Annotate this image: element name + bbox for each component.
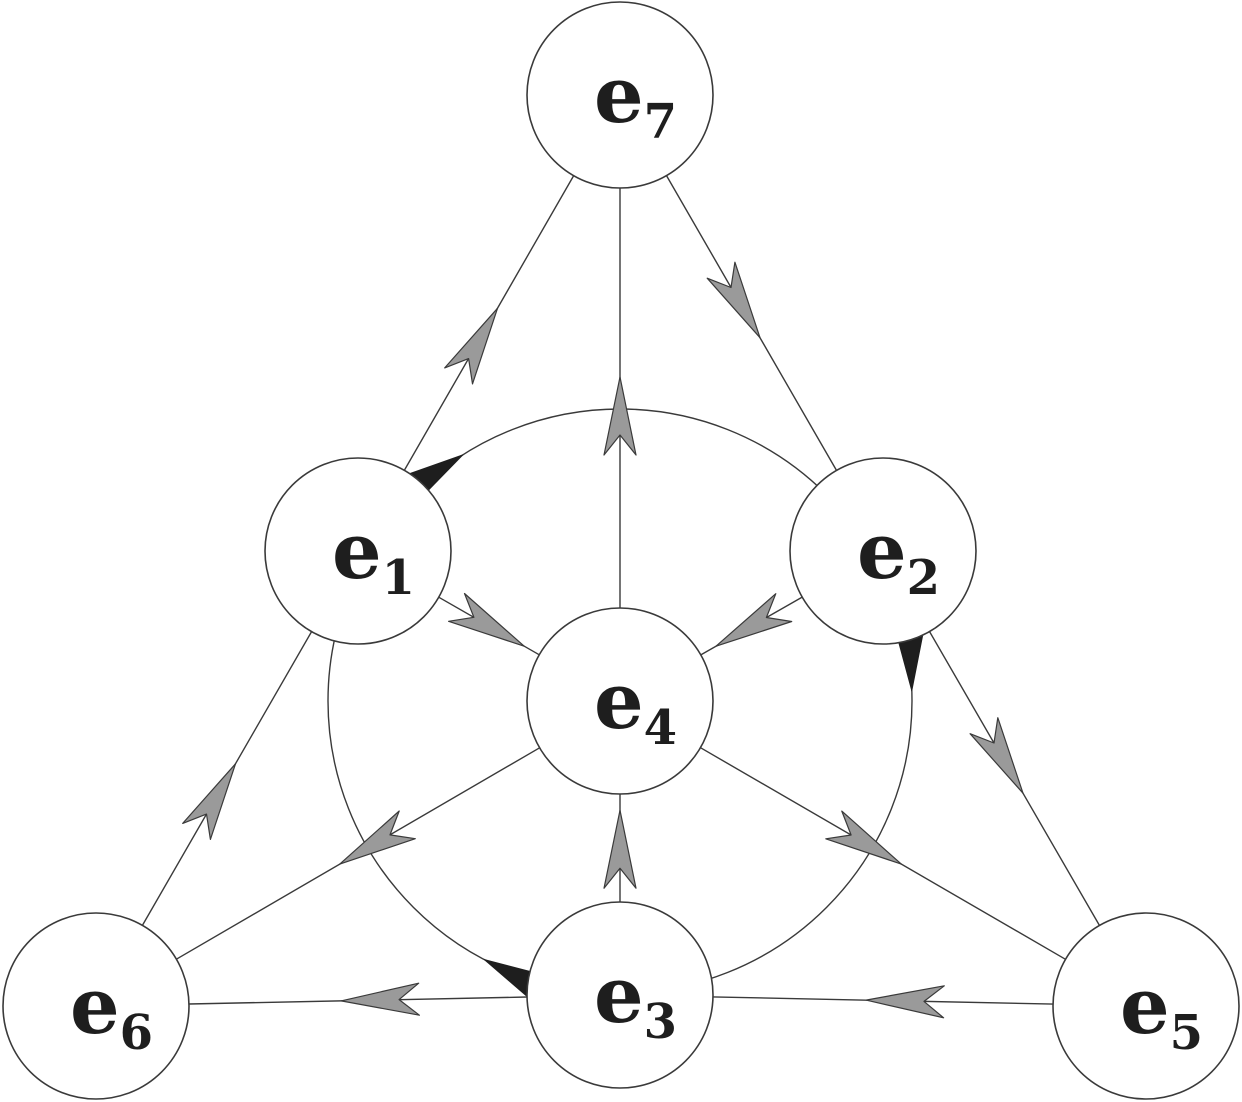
node-e1: e1 bbox=[264, 457, 452, 645]
node-e2-subscript: 2 bbox=[907, 550, 940, 606]
node-e6-letter: e bbox=[70, 961, 120, 1052]
node-e5-subscript: 5 bbox=[1170, 1005, 1203, 1061]
svg-text:e7: e7 bbox=[594, 50, 677, 150]
node-e6-circle bbox=[2, 912, 190, 1100]
edge-arrow-e4-e5 bbox=[825, 810, 902, 865]
edge-arrow-e2-e4 bbox=[715, 593, 793, 647]
node-e4-letter: e bbox=[594, 656, 644, 747]
svg-text:e6: e6 bbox=[70, 961, 153, 1061]
node-e2-letter: e bbox=[857, 506, 907, 597]
node-e7: e7 bbox=[526, 1, 714, 189]
node-e7-letter: e bbox=[594, 50, 644, 141]
edge-arrow-e6-e1 bbox=[182, 763, 237, 841]
node-e5: e5 bbox=[1052, 912, 1240, 1100]
svg-text:e3: e3 bbox=[594, 950, 677, 1050]
node-e7-subscript: 7 bbox=[644, 94, 677, 150]
edge-arrow-e2-e5 bbox=[969, 717, 1024, 794]
node-e4: e4 bbox=[526, 607, 714, 795]
node-e1-subscript: 1 bbox=[382, 550, 415, 606]
node-e5-letter: e bbox=[1120, 961, 1170, 1052]
edge-arrow-e5-e3 bbox=[865, 985, 945, 1019]
edge-arrow-e3-e6 bbox=[340, 982, 420, 1016]
svg-text:e2: e2 bbox=[857, 506, 940, 606]
node-e6: e6 bbox=[2, 912, 190, 1100]
svg-text:e1: e1 bbox=[332, 506, 415, 606]
edge-arrow-e1-e7 bbox=[444, 307, 499, 385]
node-e4-subscript: 4 bbox=[644, 700, 677, 756]
svg-text:e4: e4 bbox=[594, 656, 677, 756]
node-e4-circle bbox=[526, 607, 714, 795]
node-e3-circle bbox=[526, 901, 714, 1089]
node-e3-letter: e bbox=[594, 950, 644, 1041]
edge-arrow-e4-e6 bbox=[339, 810, 416, 865]
node-e2-circle bbox=[789, 457, 977, 645]
arrows-layer bbox=[182, 261, 1024, 1019]
edge-arrow-e1-e4 bbox=[448, 592, 525, 647]
edge-arrow-e4-e7 bbox=[603, 376, 637, 456]
node-e1-letter: e bbox=[332, 506, 382, 597]
node-e7-circle bbox=[526, 1, 714, 189]
node-e6-subscript: 6 bbox=[120, 1005, 153, 1061]
node-e2: e2 bbox=[789, 457, 977, 645]
edge-arrow-e3-e4 bbox=[603, 809, 637, 889]
svg-text:e5: e5 bbox=[1120, 961, 1203, 1061]
node-e3: e3 bbox=[526, 901, 714, 1089]
edge-arrow-e7-e2 bbox=[706, 261, 761, 339]
node-e5-circle bbox=[1052, 912, 1240, 1100]
node-e1-circle bbox=[264, 457, 452, 645]
node-e3-subscript: 3 bbox=[644, 994, 677, 1050]
